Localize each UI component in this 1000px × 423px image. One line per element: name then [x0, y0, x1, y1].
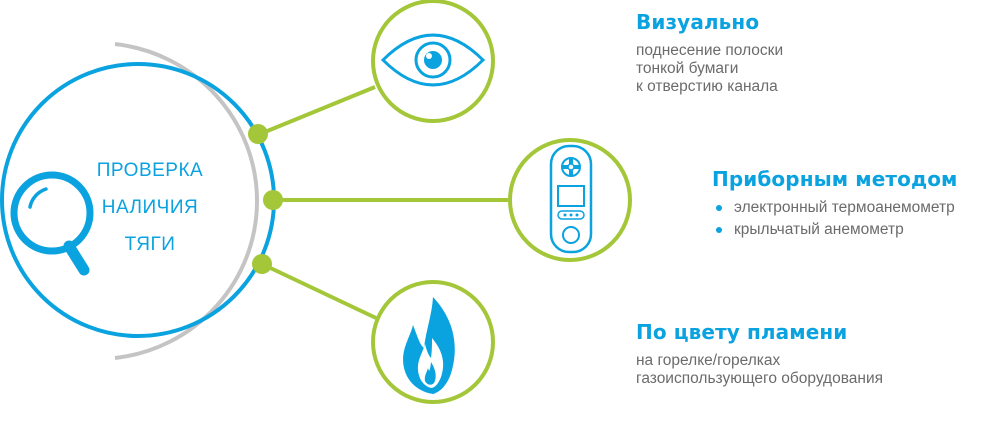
method-instrument-bullet-1: электронный термоанемометр — [712, 197, 958, 219]
center-line-1: ПРОВЕРКА — [96, 160, 204, 181]
bullet-dot — [716, 227, 722, 233]
anemometer-icon — [549, 144, 593, 254]
connector-1 — [259, 85, 376, 136]
node-dot-1 — [248, 124, 268, 144]
node-dot-2 — [263, 190, 283, 210]
method-flame-line-1: на горелке/горелках — [636, 352, 781, 369]
connector-3 — [261, 262, 377, 320]
method-visual: Визуально поднесение полоски тонкой бума… — [636, 10, 783, 96]
method-instrument: Приборным методом электронный термоанемо… — [712, 167, 958, 241]
bullet-text: крыльчатый анемометр — [734, 221, 904, 238]
method-flame-title: По цвету пламени — [636, 320, 848, 344]
gray-arc — [114, 42, 259, 360]
center-label: ПРОВЕРКА НАЛИЧИЯ ТЯГИ — [70, 152, 230, 263]
bullet-text: электронный термоанемометр — [734, 199, 955, 216]
method-circle-instrument — [508, 138, 632, 262]
method-visual-title: Визуально — [636, 10, 760, 34]
node-dot-3 — [252, 254, 272, 274]
flame-icon — [403, 297, 455, 394]
method-instrument-title: Приборным методом — [712, 167, 958, 191]
magnifier-icon — [10, 171, 94, 276]
method-visual-line-1: поднесение полоски — [636, 42, 784, 59]
method-flame: По цвету пламени на горелке/горелках газ… — [636, 320, 883, 388]
bullet-dot — [716, 205, 722, 211]
method-visual-line-2: тонкой бумаги — [636, 60, 739, 77]
method-visual-line-3: к отверстию канала — [636, 78, 778, 95]
eye-icon — [380, 33, 486, 87]
center-line-2: НАЛИЧИЯ — [101, 197, 199, 218]
center-line-3: ТЯГИ — [124, 234, 176, 255]
method-instrument-bullet-2: крыльчатый анемометр — [712, 219, 958, 241]
method-flame-line-2: газоиспользующего оборудования — [636, 370, 884, 387]
